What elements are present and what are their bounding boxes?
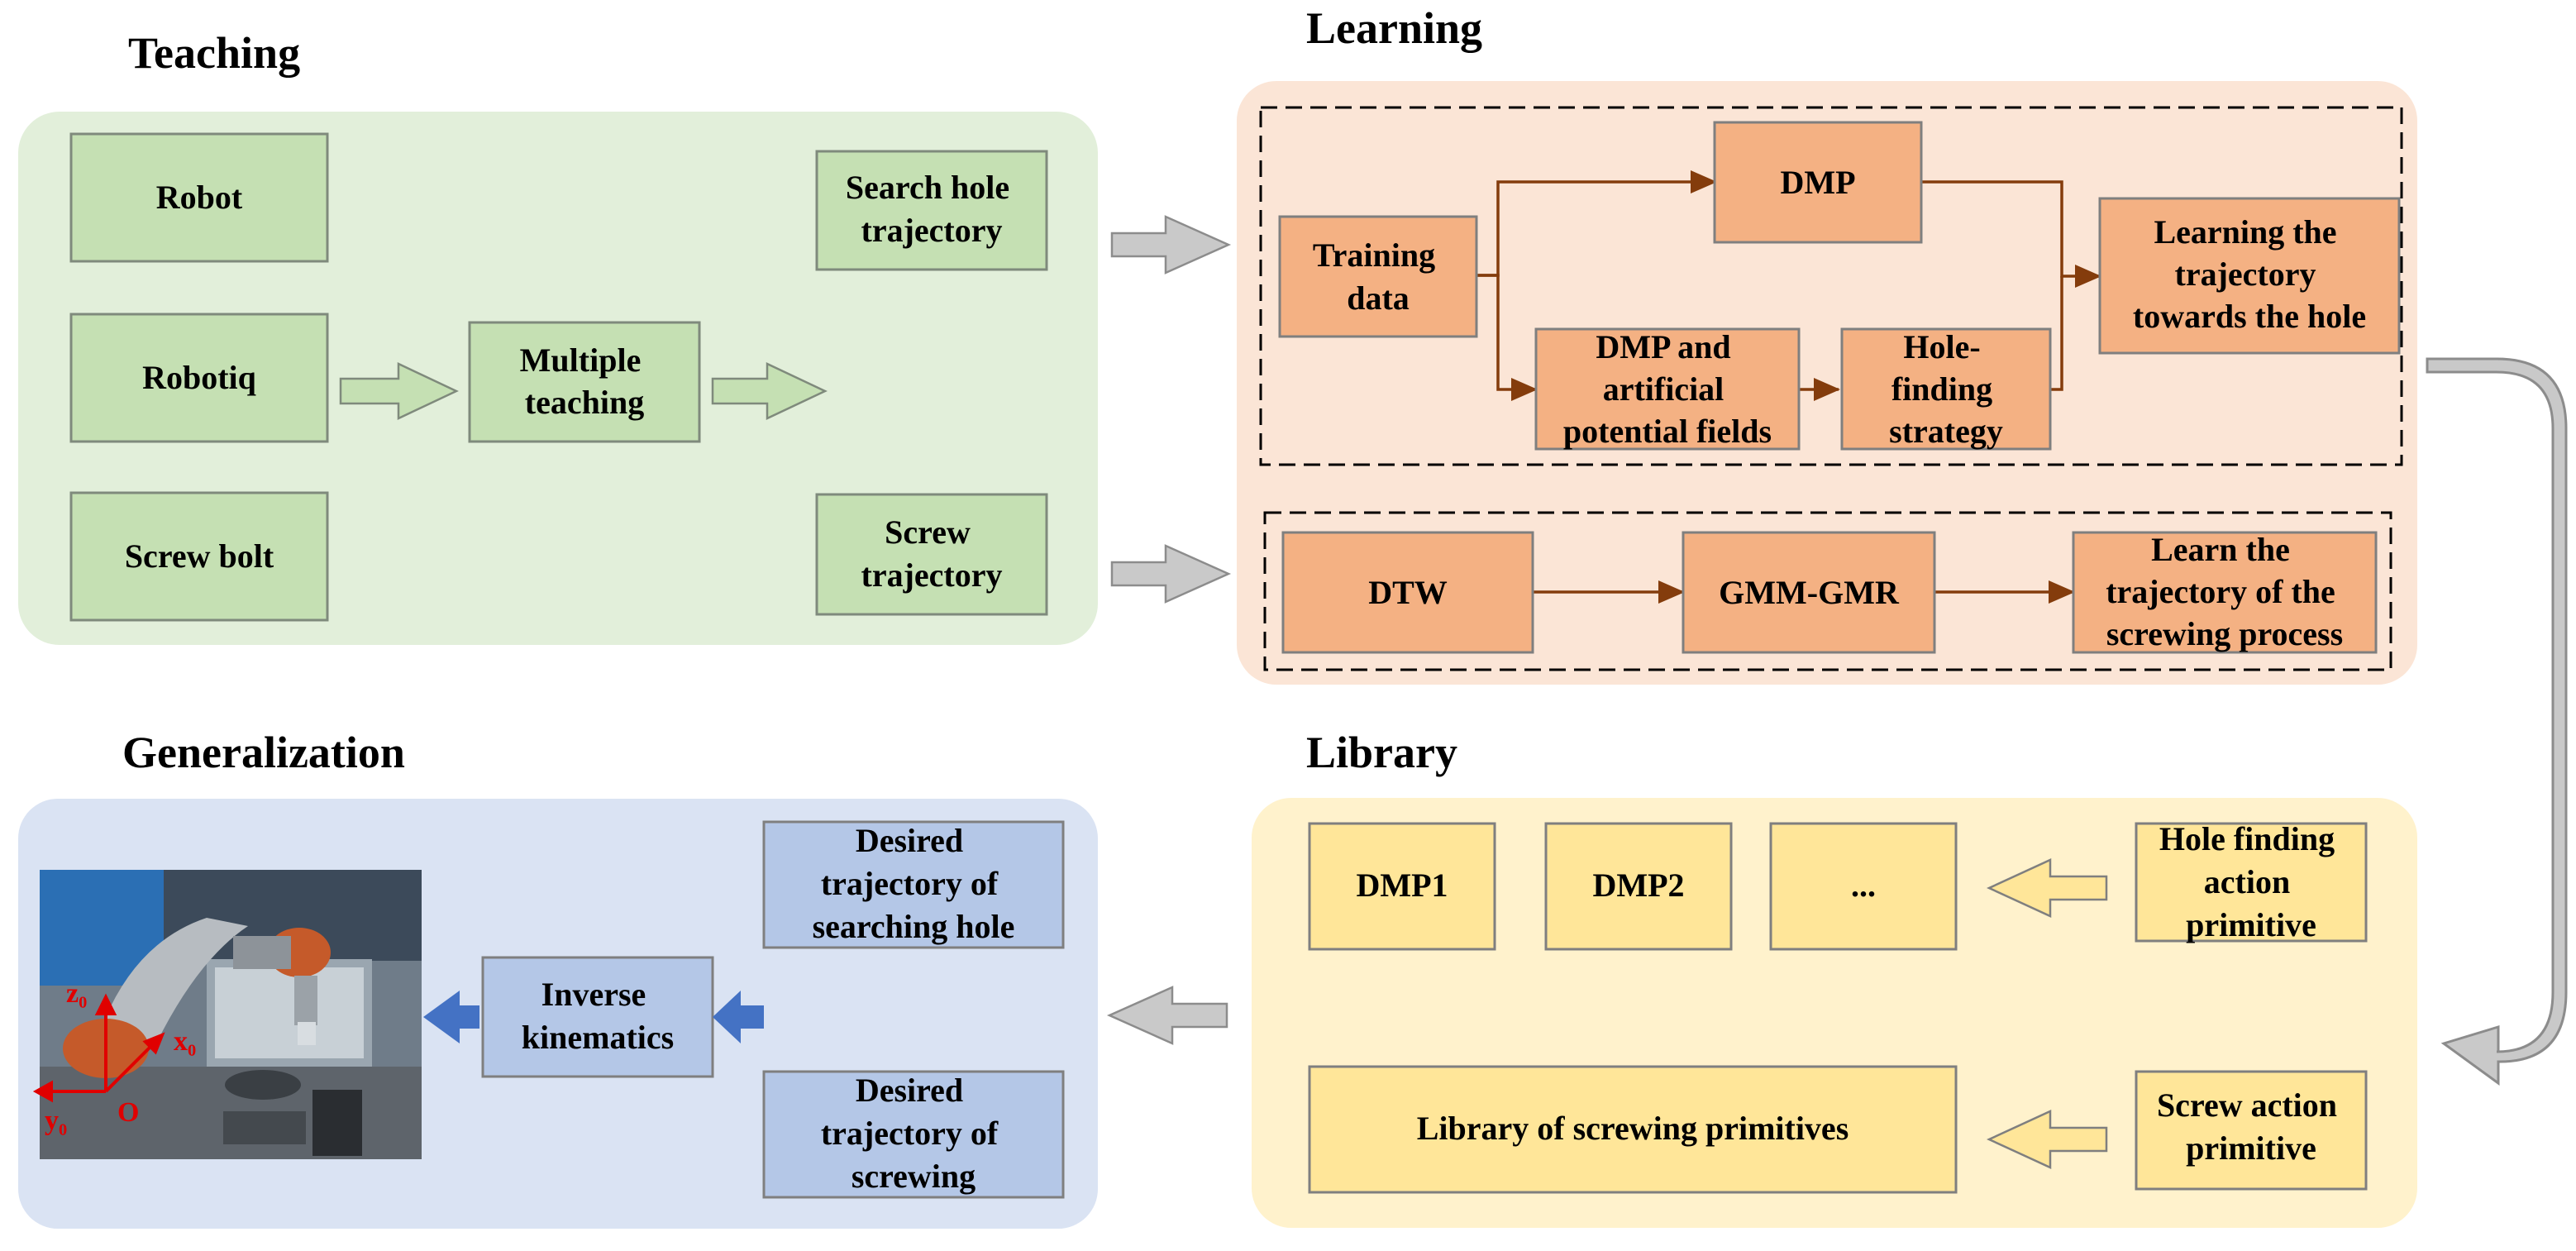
- library-arrow-2: [1987, 1110, 2108, 1169]
- library-of-screwing-primitives-label: Library of screwing primitives: [1417, 1110, 1849, 1147]
- learning-trajectory-hole-label: Learning the trajectory towards the hole: [2133, 213, 2366, 335]
- curved-arrow-learning-to-library: [2426, 357, 2568, 1086]
- hole-finding-action-primitive-label: Hole finding action primitive: [2159, 820, 2343, 943]
- generalization-desired-screwing-box: Desired trajectory of screwing: [762, 1070, 1065, 1199]
- teaching-robot-box: Robot: [69, 132, 329, 263]
- library-dmp1-box: DMP1: [1308, 822, 1496, 951]
- teaching-multiple-teaching-box: Multiple teaching: [468, 321, 701, 443]
- teaching-arrow-2: [711, 362, 828, 420]
- learn-screwing-label: Learn the trajectory of the screwing pro…: [2106, 531, 2344, 652]
- learning-connectors: [1476, 170, 2101, 604]
- dtw-label: DTW: [1368, 574, 1448, 611]
- robotiq-label: Robotiq: [142, 359, 256, 396]
- section-title-library: Library: [1306, 728, 1457, 777]
- section-title-learning: Learning: [1306, 3, 1482, 53]
- coordinate-axes: [32, 993, 165, 1103]
- ellipsis-label: ...: [1851, 867, 1876, 904]
- learning-hole-finding-box: Hole- finding strategy: [1840, 327, 2052, 451]
- dmp1-label: DMP1: [1356, 867, 1448, 904]
- learning-dashed-group-bottom: [1263, 511, 2392, 671]
- gmm-gmr-label: GMM-GMR: [1719, 574, 1900, 611]
- axis-origin-label: O: [117, 1097, 139, 1128]
- screw-trajectory-label: Screw trajectory: [861, 513, 1003, 594]
- screw-bolt-label: Screw bolt: [125, 537, 274, 575]
- library-hole-finding-primitive-box: Hole finding action primitive: [2135, 820, 2368, 943]
- robot-photo: z₀ x₀ y₀ O: [32, 870, 422, 1159]
- desired-screwing-label: Desired trajectory of screwing: [821, 1072, 1006, 1195]
- learning-dmp-box: DMP: [1713, 121, 1923, 244]
- section-title-teaching: Teaching: [128, 28, 300, 78]
- screw-action-primitive-label: Screw action primitive: [2157, 1086, 2345, 1167]
- arrow-teaching-to-learning-1: [1110, 215, 1232, 275]
- library-dmp2-box: DMP2: [1544, 822, 1733, 951]
- learning-training-data-box: Training data: [1278, 215, 1478, 338]
- teaching-screw-bolt-box: Screw bolt: [69, 491, 329, 622]
- teaching-robotiq-box: Robotiq: [69, 313, 329, 443]
- teaching-arrow-1: [339, 362, 459, 420]
- axis-z-label: z₀: [66, 978, 87, 1009]
- learning-dashed-group-top: [1259, 106, 2403, 466]
- generalization-desired-searching-box: Desired trajectory of searching hole: [762, 820, 1065, 949]
- arrow-library-to-generalization: [1106, 986, 1228, 1045]
- teaching-search-hole-box: Search hole trajectory: [815, 150, 1048, 271]
- library-screwing-primitives-box: Library of screwing primitives: [1308, 1065, 1958, 1194]
- library-screw-action-primitive-box: Screw action primitive: [2135, 1070, 2368, 1191]
- learning-screwing-process-box: Learn the trajectory of the screwing pro…: [2072, 531, 2378, 654]
- learning-dtw-box: DTW: [1281, 531, 1534, 654]
- blue-arrow-to-photo: [423, 991, 479, 1043]
- robot-label: Robot: [156, 179, 243, 216]
- library-ellipsis-box: ...: [1769, 822, 1958, 951]
- arrow-teaching-to-learning-2: [1110, 544, 1232, 604]
- teaching-screw-trajectory-box: Screw trajectory: [815, 493, 1048, 616]
- axis-y-label: y₀: [45, 1105, 67, 1136]
- library-arrow-1: [1987, 858, 2108, 918]
- multiple-teaching-label: Multiple teaching: [520, 341, 650, 421]
- section-title-generalization: Generalization: [122, 728, 405, 777]
- learning-trajectory-hole-box: Learning the trajectory towards the hole: [2098, 197, 2401, 355]
- learning-gmm-gmr-box: GMM-GMR: [1682, 531, 1936, 654]
- desired-searching-hole-label: Desired trajectory of searching hole: [813, 822, 1015, 945]
- generalization-inverse-kinematics-box: Inverse kinematics: [481, 956, 714, 1078]
- learning-dmp-apf-box: DMP and artificial potential fields: [1534, 327, 1801, 451]
- hole-finding-strategy-label: Hole- finding strategy: [1889, 328, 2003, 450]
- dmp-label: DMP: [1780, 164, 1855, 201]
- search-hole-trajectory-label: Search hole trajectory: [846, 169, 1018, 249]
- blue-arrow-to-ik: [713, 991, 764, 1043]
- axis-x-label: x₀: [174, 1026, 196, 1057]
- dmp-apf-label: DMP and artificial potential fields: [1563, 328, 1772, 450]
- inverse-kinematics-label: Inverse kinematics: [522, 976, 674, 1056]
- training-data-label: Training data: [1313, 236, 1443, 317]
- dmp2-label: DMP2: [1592, 867, 1684, 904]
